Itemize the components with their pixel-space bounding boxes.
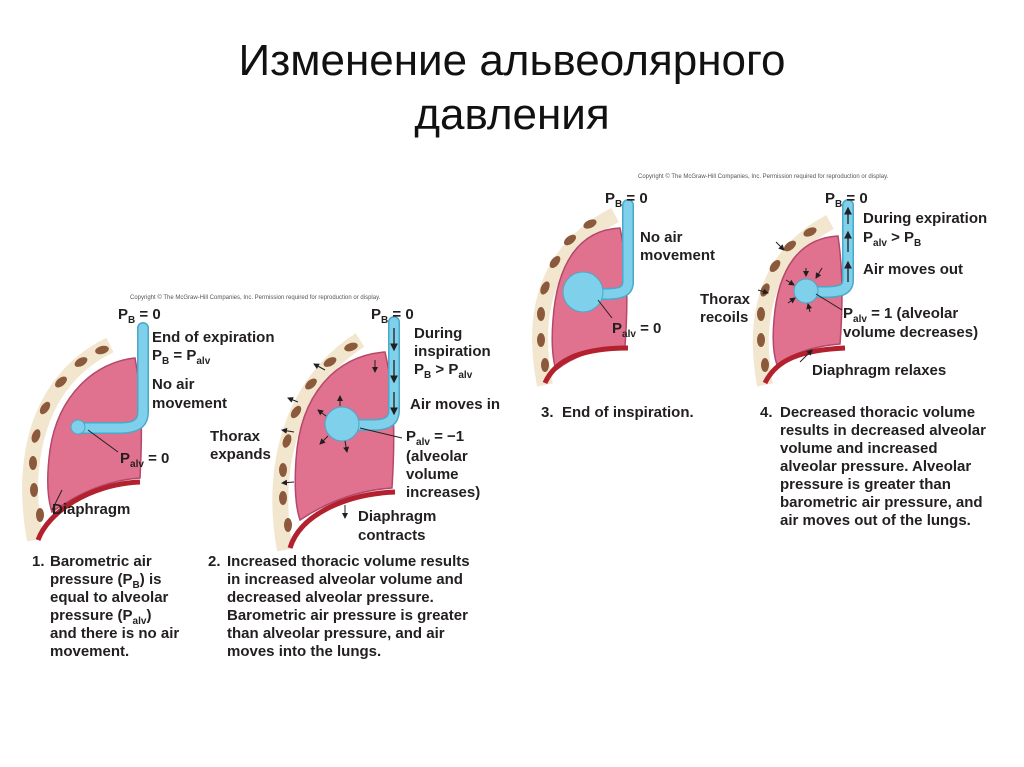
- during-inspiration-line1: During: [414, 325, 462, 342]
- alveolar-volume-line1: (alveolar: [406, 448, 468, 465]
- palv-label: Palv = 0: [612, 320, 661, 340]
- ribs: [279, 342, 358, 532]
- diaphragm: [35, 479, 141, 541]
- thorax-expands-line2: expands: [210, 446, 271, 463]
- diaphragm: [287, 489, 396, 549]
- panel-3: Copyright © The McGraw-Hill Companies, I…: [532, 173, 889, 421]
- diaphragm: [762, 345, 846, 385]
- pressure-inequality: PB > Palv: [414, 361, 473, 381]
- thorax-recoils-line1: Thorax: [700, 291, 751, 308]
- caption: Barometric air pressure (PB) is equal to…: [50, 553, 179, 660]
- palv-label: Palv = −1: [406, 428, 464, 448]
- svg-text:movement.: movement.: [50, 643, 129, 660]
- copyright-note: Copyright © The McGraw-Hill Companies, I…: [130, 294, 381, 301]
- panel-1: Copyright © The McGraw-Hill Companies, I…: [22, 294, 381, 660]
- svg-text:pressure is greater than: pressure is greater than: [780, 476, 951, 493]
- no-air-label-line1: No air: [152, 376, 195, 393]
- alveolus: [793, 278, 819, 304]
- alveolus: [562, 271, 604, 313]
- caption-number: 1.: [32, 553, 45, 570]
- svg-text:Decreased thoracic volume: Decreased thoracic volume: [780, 404, 975, 421]
- diaphragm-contracts-line1: Diaphragm: [358, 508, 436, 525]
- slide-title-line-2: давления: [414, 90, 610, 139]
- alveolar-volume-line2: volume: [406, 466, 459, 483]
- air-moves-in-label: Air moves in: [410, 396, 500, 413]
- svg-text:than alveolar pressure, and ai: than alveolar pressure, and air: [227, 625, 445, 642]
- palv-label: Palv = 0: [120, 450, 169, 470]
- pb-label: PB = 0: [605, 190, 648, 210]
- svg-text:Increased thoracic volume resu: Increased thoracic volume results: [227, 553, 470, 570]
- pressure-equation: PB = Palv: [152, 347, 211, 367]
- ribs: [29, 345, 109, 522]
- svg-text:pressure (PB) is: pressure (PB) is: [50, 571, 161, 591]
- caption: Decreased thoracic volume results in dec…: [780, 404, 986, 529]
- caption-number: 4.: [760, 404, 773, 421]
- no-air-label-line1: No air: [640, 229, 683, 246]
- leader-line: [87, 429, 119, 453]
- air-moves-out-label: Air moves out: [863, 261, 963, 278]
- panel-4: PB = 0 During expiration Palv > PB Air m…: [700, 190, 987, 529]
- alveolus: [324, 406, 360, 442]
- svg-text:Barometric air: Barometric air: [50, 553, 152, 570]
- alveolar-volume-line3: increases): [406, 484, 480, 501]
- svg-text:air moves out of the lungs.: air moves out of the lungs.: [780, 512, 971, 529]
- svg-text:moves into the lungs.: moves into the lungs.: [227, 643, 381, 660]
- panel-2: PB = 0 During inspiration PB > Palv Air …: [208, 306, 500, 660]
- slide-title: Изменение альвеолярного давления: [0, 34, 1024, 142]
- diaphragm-contracts-line2: contracts: [358, 527, 426, 544]
- svg-text:volume and increased: volume and increased: [780, 440, 938, 457]
- svg-text:equal to alveolar: equal to alveolar: [50, 589, 169, 606]
- no-air-label-line2: movement: [152, 395, 227, 412]
- svg-text:decreased alveolar pressure.: decreased alveolar pressure.: [227, 589, 434, 606]
- thorax-recoils-line2: recoils: [700, 309, 748, 326]
- palv-label: Palv = 1 (alveolar: [843, 305, 958, 325]
- alveolus: [70, 419, 86, 435]
- caption: Increased thoracic volume results in inc…: [227, 553, 470, 660]
- no-air-label-line2: movement: [640, 247, 715, 264]
- copyright-note: Copyright © The McGraw-Hill Companies, I…: [638, 173, 889, 180]
- svg-text:in increased alveolar volume a: in increased alveolar volume and: [227, 571, 463, 588]
- ribs: [537, 219, 597, 372]
- diaphragm-label: Diaphragm: [52, 501, 130, 518]
- during-inspiration-line2: inspiration: [414, 343, 491, 360]
- svg-text:barometric air pressure, and: barometric air pressure, and: [780, 494, 983, 511]
- caption-number: 3.: [541, 404, 554, 421]
- thorax-expands-line1: Thorax: [210, 428, 261, 445]
- svg-text:and there is no air: and there is no air: [50, 625, 179, 642]
- pb-label: PB = 0: [825, 190, 868, 210]
- svg-text:alveolar pressure. Alveolar: alveolar pressure. Alveolar: [780, 458, 971, 475]
- svg-text:results in decreased alveolar: results in decreased alveolar: [780, 422, 986, 439]
- diaphragm: [542, 345, 629, 385]
- during-expiration-label: During expiration: [863, 210, 987, 227]
- svg-text:pressure (Palv): pressure (Palv): [50, 607, 151, 627]
- svg-text:Barometric air pressure is gre: Barometric air pressure is greater: [227, 607, 468, 624]
- slide-title-line-1: Изменение альвеолярного: [238, 36, 786, 85]
- caption: End of inspiration.: [562, 404, 694, 421]
- volume-decreases-label: volume decreases): [843, 324, 978, 341]
- pb-label: PB = 0: [118, 306, 161, 326]
- diaphragm-relaxes-label: Diaphragm relaxes: [812, 362, 946, 379]
- pressure-inequality: Palv > PB: [863, 229, 921, 249]
- caption-number: 2.: [208, 553, 221, 570]
- end-expiration-label: End of expiration: [152, 329, 275, 346]
- pb-label: PB = 0: [371, 306, 414, 326]
